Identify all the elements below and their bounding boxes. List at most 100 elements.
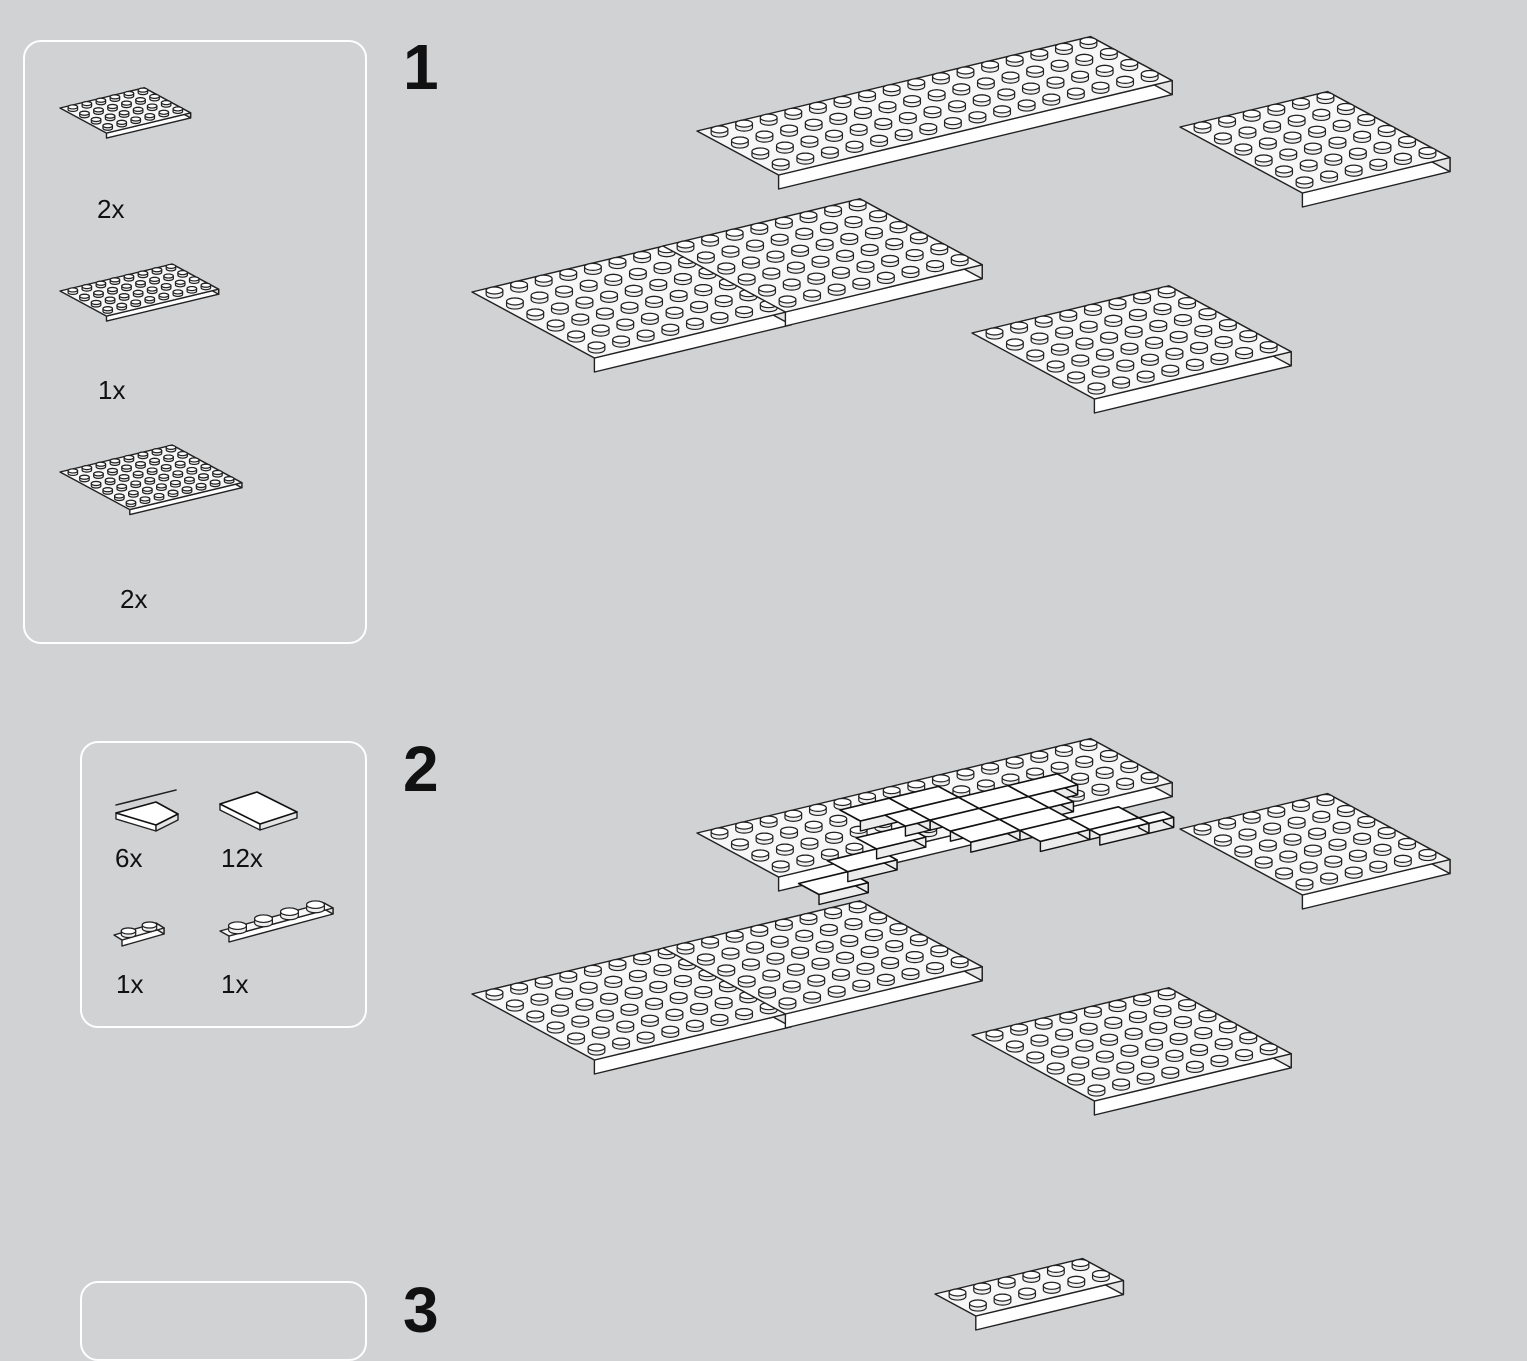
stud bbox=[1324, 153, 1343, 166]
stud bbox=[771, 860, 790, 873]
stud bbox=[807, 974, 826, 987]
tile bbox=[1019, 817, 1091, 853]
stud bbox=[1083, 1005, 1102, 1019]
stud bbox=[1099, 749, 1118, 763]
stud bbox=[1234, 845, 1253, 858]
stud bbox=[1316, 91, 1335, 105]
stud bbox=[750, 924, 769, 937]
stud bbox=[858, 791, 877, 805]
stud bbox=[833, 95, 852, 109]
stud bbox=[1377, 124, 1396, 138]
plate-4x8-icon bbox=[59, 263, 220, 322]
stud bbox=[158, 292, 170, 301]
stud bbox=[177, 270, 188, 278]
stud bbox=[1303, 142, 1322, 155]
stud bbox=[1026, 65, 1045, 78]
stud bbox=[905, 248, 924, 262]
stud bbox=[1316, 793, 1335, 807]
stud bbox=[1190, 341, 1209, 355]
stud bbox=[673, 272, 692, 286]
stud bbox=[1095, 1050, 1114, 1063]
stud bbox=[1283, 833, 1302, 846]
stud bbox=[109, 458, 121, 466]
stud bbox=[956, 768, 975, 781]
stud bbox=[118, 110, 130, 118]
stud bbox=[919, 122, 938, 136]
stud bbox=[762, 969, 781, 982]
stud bbox=[1005, 756, 1024, 769]
stud bbox=[1128, 308, 1147, 322]
step-2-assembly-illustration bbox=[471, 737, 1451, 1116]
stud bbox=[137, 270, 149, 279]
stud bbox=[79, 293, 90, 302]
stud bbox=[1120, 1044, 1139, 1057]
stud bbox=[1173, 1015, 1192, 1029]
stud bbox=[559, 268, 578, 281]
stud bbox=[930, 945, 949, 958]
stud bbox=[735, 1007, 754, 1021]
stud bbox=[1046, 1062, 1065, 1075]
stud bbox=[628, 969, 647, 983]
stud bbox=[184, 476, 195, 485]
stud bbox=[1210, 1054, 1229, 1068]
stud bbox=[1116, 777, 1135, 791]
stud bbox=[575, 296, 594, 309]
stud bbox=[79, 110, 90, 119]
stud bbox=[856, 962, 875, 975]
stud bbox=[1194, 324, 1213, 338]
stud bbox=[737, 975, 756, 988]
stud bbox=[1213, 132, 1232, 145]
stud bbox=[665, 306, 684, 319]
tile bbox=[115, 801, 179, 832]
stud bbox=[735, 821, 754, 834]
stud bbox=[1030, 1034, 1049, 1047]
stud bbox=[1344, 164, 1363, 177]
stud bbox=[163, 454, 174, 463]
stud bbox=[1026, 1051, 1045, 1064]
stud bbox=[1120, 58, 1139, 72]
stud bbox=[198, 473, 209, 481]
stud bbox=[530, 993, 549, 1006]
stud bbox=[1393, 854, 1412, 868]
stud bbox=[864, 928, 883, 942]
stud bbox=[876, 271, 895, 284]
stud bbox=[844, 215, 863, 229]
stud bbox=[1075, 53, 1094, 67]
stud bbox=[116, 302, 128, 311]
stud bbox=[795, 929, 814, 942]
stud bbox=[1259, 341, 1278, 354]
stud bbox=[121, 100, 132, 109]
stud bbox=[1161, 1066, 1180, 1079]
stud bbox=[673, 974, 692, 988]
stud bbox=[1258, 137, 1277, 150]
stud bbox=[628, 267, 647, 281]
stud bbox=[534, 274, 553, 287]
stud bbox=[853, 106, 872, 120]
stud bbox=[139, 496, 151, 505]
stud bbox=[730, 136, 749, 149]
stud bbox=[306, 900, 325, 914]
stud bbox=[107, 286, 118, 295]
stud bbox=[811, 255, 830, 268]
stud bbox=[575, 998, 594, 1011]
stud bbox=[1287, 114, 1306, 127]
stud bbox=[926, 961, 945, 975]
stud bbox=[1332, 119, 1351, 133]
plate-back bbox=[696, 35, 1173, 190]
stud bbox=[1418, 146, 1437, 160]
stud bbox=[775, 843, 794, 856]
stud bbox=[90, 480, 102, 489]
stud bbox=[1239, 330, 1258, 343]
stud bbox=[1005, 54, 1024, 67]
stud bbox=[123, 90, 135, 99]
plate-front-right bbox=[971, 285, 1292, 414]
tile bbox=[1138, 811, 1175, 835]
stud bbox=[653, 963, 672, 977]
stud bbox=[160, 283, 172, 291]
stud bbox=[829, 112, 848, 125]
stud bbox=[559, 970, 578, 983]
stud bbox=[186, 466, 198, 475]
stud bbox=[1308, 125, 1327, 138]
stud bbox=[956, 66, 975, 79]
stud bbox=[840, 232, 859, 246]
